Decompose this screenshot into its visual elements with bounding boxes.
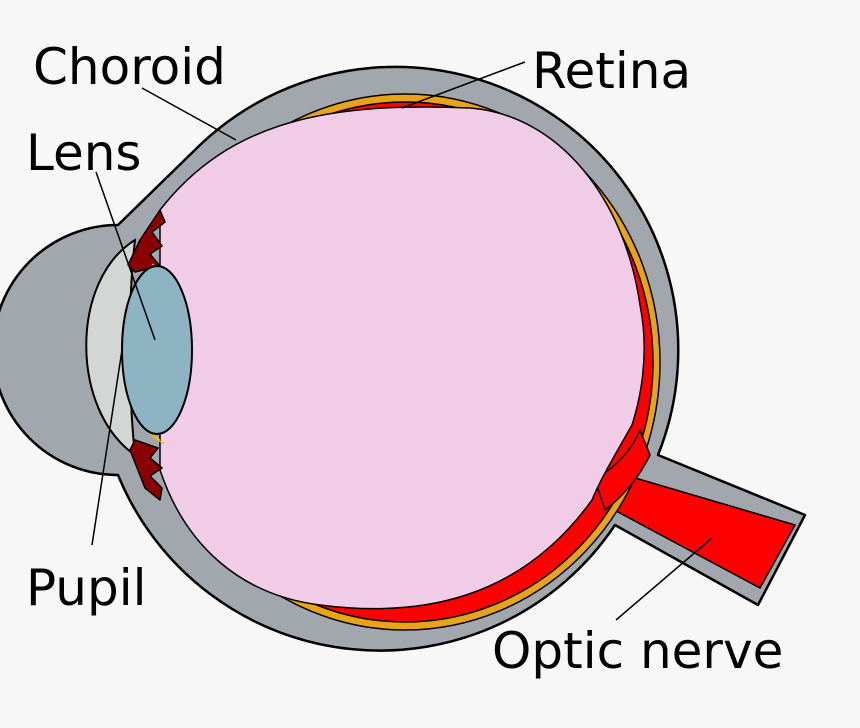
- iris-upper: [127, 209, 166, 273]
- choroid-leader: [141, 87, 237, 141]
- optic-disc: [594, 427, 651, 512]
- pupil-leader: [91, 349, 123, 546]
- lens: [121, 265, 193, 435]
- label-lens: Lens: [26, 124, 141, 182]
- optic-nerve-leader: [615, 537, 713, 621]
- label-optic-nerve: Optic nerve: [492, 622, 783, 680]
- label-retina: Retina: [532, 42, 691, 100]
- lens-leader: [95, 171, 156, 341]
- leader-lines: [91, 61, 713, 621]
- vitreous-body: [159, 106, 645, 610]
- label-pupil: Pupil: [26, 559, 146, 617]
- retina-leader: [401, 61, 526, 109]
- label-choroid: Choroid: [33, 38, 226, 96]
- iris-lower: [129, 439, 163, 501]
